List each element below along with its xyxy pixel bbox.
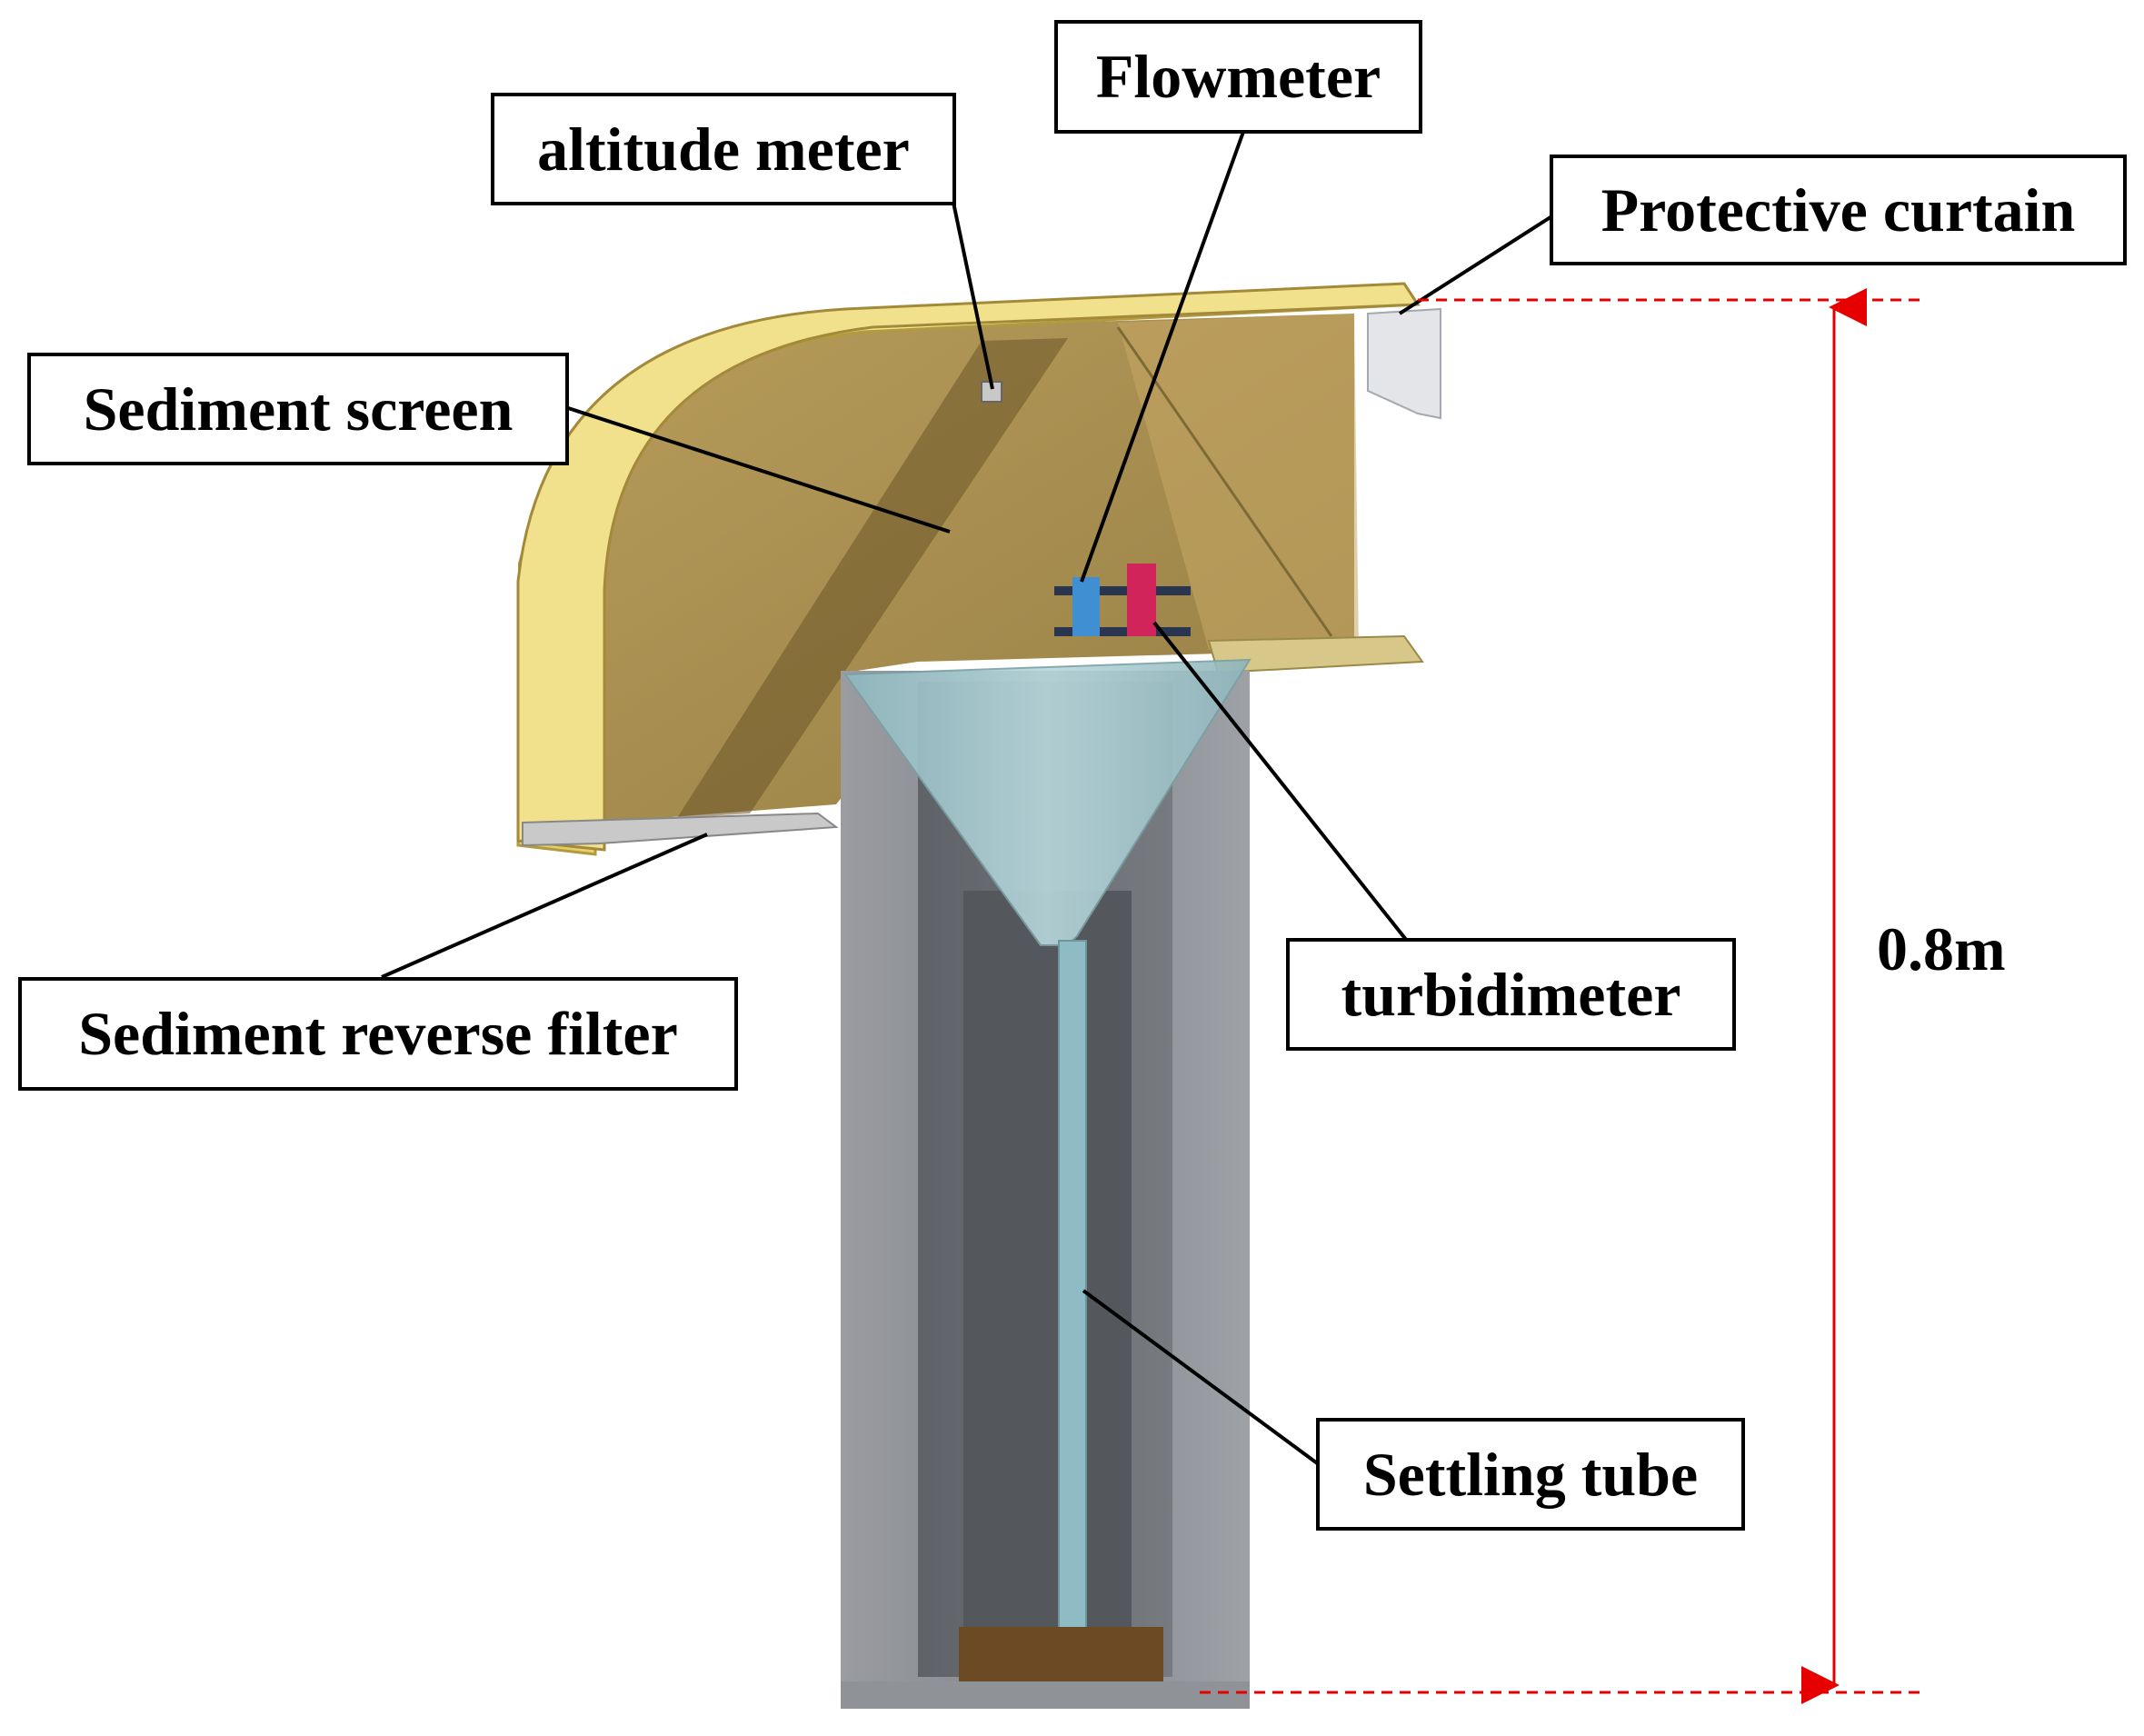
reverse-filter-tray — [522, 812, 839, 847]
label-altitude-meter-text: altitude meter — [537, 114, 910, 184]
instrument-bar — [1054, 564, 1191, 636]
label-turbidimeter: turbidimeter — [1286, 938, 1736, 1051]
label-sediment-reverse-filter: Sediment reverse filter — [18, 977, 738, 1091]
mount-bar-bottom — [1054, 627, 1191, 636]
sediment-screen — [677, 338, 1068, 818]
reverse-filter-block — [959, 1627, 1163, 1681]
height-dimension — [1200, 288, 1922, 1704]
label-sediment-screen: Sediment screen — [27, 353, 569, 465]
label-altitude-meter: altitude meter — [491, 93, 956, 205]
label-sediment-screen-text: Sediment screen — [83, 374, 514, 444]
column-base — [841, 1681, 1250, 1709]
flowmeter-body — [1072, 577, 1100, 636]
label-turbidimeter-text: turbidimeter — [1341, 959, 1681, 1029]
hood-assembly — [516, 282, 1441, 856]
leader-lines — [381, 131, 1565, 1467]
dimension-height-label: 0.8m — [1877, 914, 2006, 983]
label-settling-tube-text: Settling tube — [1362, 1439, 1699, 1509]
leader-turbidimeter — [1152, 621, 1409, 943]
label-flowmeter-text: Flowmeter — [1095, 42, 1381, 111]
mount-bar-top — [1054, 586, 1191, 595]
leader-reverse-filter — [381, 833, 708, 979]
label-sediment-reverse-filter-text: Sediment reverse filter — [78, 999, 678, 1068]
label-protective-curtain: Protective curtain — [1550, 155, 2127, 265]
label-protective-curtain-text: Protective curtain — [1601, 175, 2076, 244]
hood-side-panel — [1118, 314, 1359, 650]
column-inner-back — [963, 891, 1132, 1636]
protective-curtain — [1367, 307, 1441, 420]
hood-inner-panel — [518, 314, 1354, 836]
turbidimeter-body — [1127, 564, 1156, 636]
leader-sediment-screen — [564, 405, 951, 534]
label-settling-tube: Settling tube — [1316, 1418, 1745, 1531]
label-flowmeter: Flowmeter — [1054, 20, 1422, 134]
settling-tube — [1058, 940, 1087, 1651]
settling-column — [841, 658, 1251, 1709]
leader-protective-curtain — [1398, 207, 1565, 315]
leader-settling-tube — [1082, 1289, 1321, 1467]
leader-flowmeter — [1080, 131, 1245, 583]
leader-altitude-meter — [951, 197, 994, 390]
